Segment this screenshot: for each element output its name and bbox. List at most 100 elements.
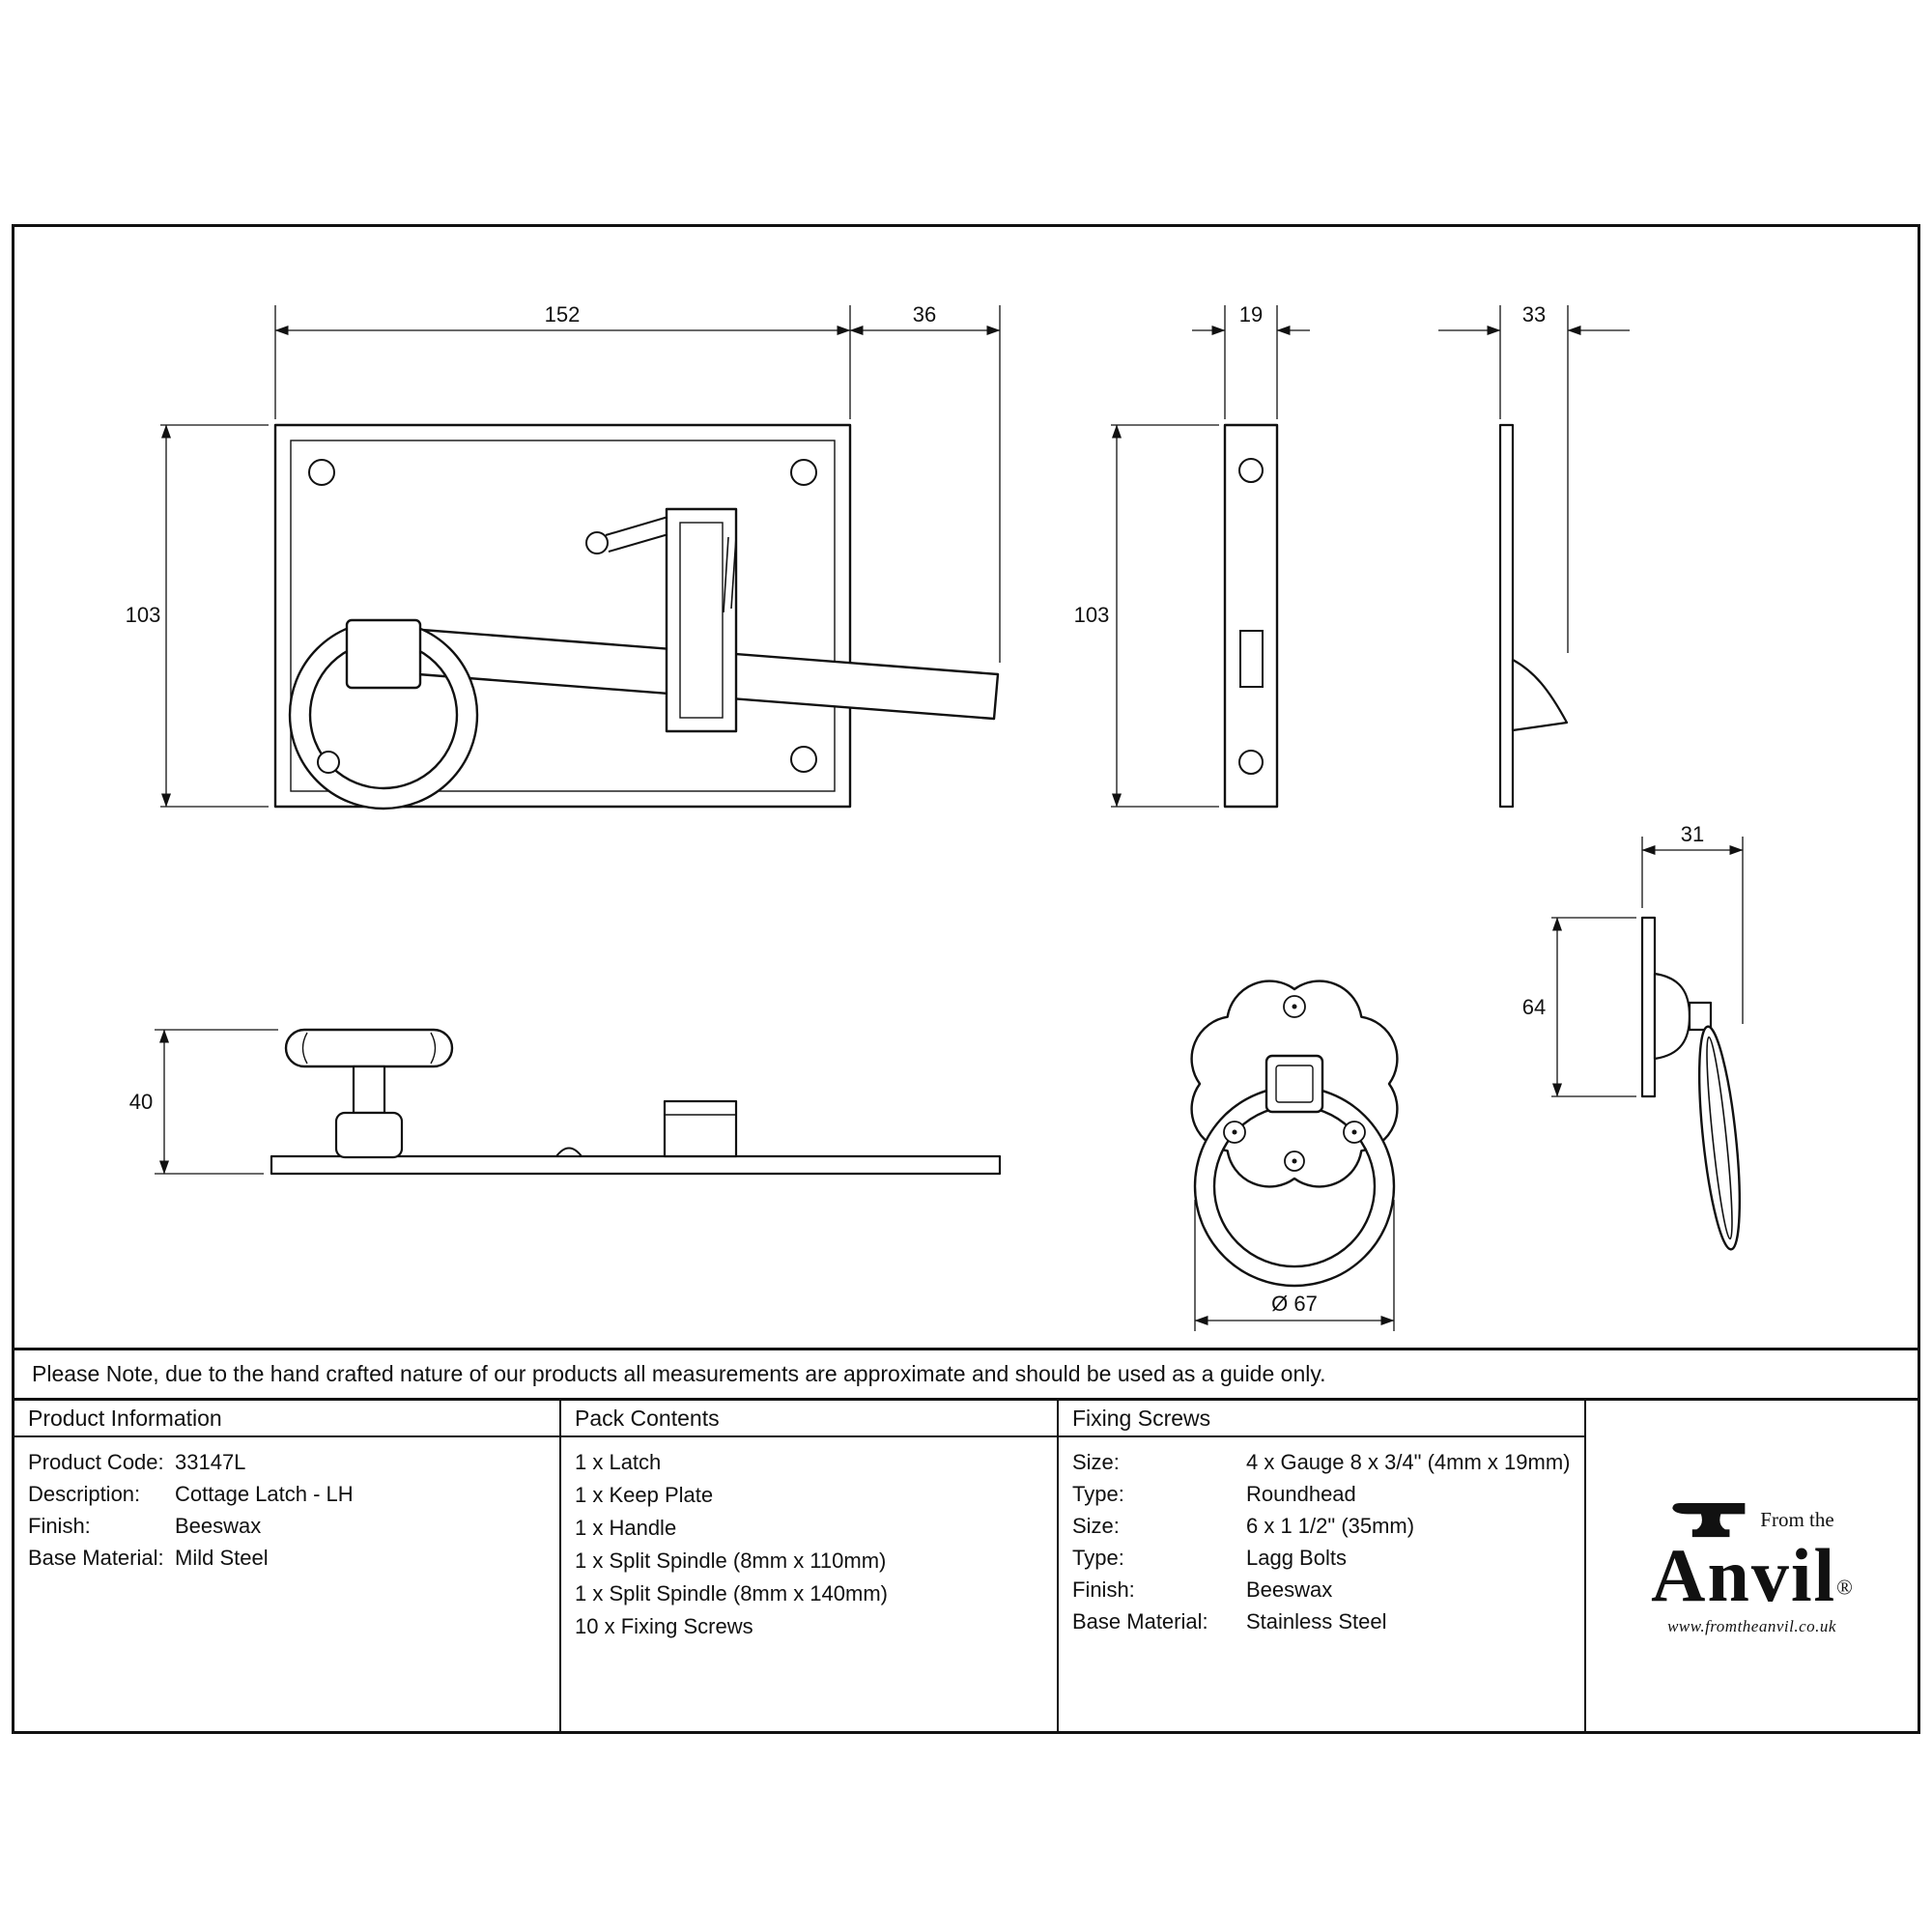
- ring-handle-edge: [1697, 1025, 1742, 1251]
- rose-plate-edge: [1640, 916, 1657, 1098]
- spec-value: Beeswax: [1246, 1577, 1333, 1602]
- spec-label: Base Material:: [28, 1546, 164, 1570]
- spindle-hub-side: [1688, 1001, 1713, 1032]
- brand-url: www.fromtheanvil.co.uk: [1667, 1617, 1836, 1635]
- latch-keeper-guide: [665, 507, 738, 733]
- dim-label-keep-height: 103: [1074, 603, 1110, 627]
- handle-grip-detail: [301, 1032, 437, 1065]
- ring-handle: [1193, 1085, 1396, 1288]
- pack-item: 10 x Fixing Screws: [575, 1614, 753, 1638]
- spec-value: Cottage Latch - LH: [175, 1482, 354, 1506]
- fixing-screws-body: Size: 4 x Gauge 8 x 3/4" (4mm x 19mm) Ty…: [1059, 1437, 1586, 1731]
- rose-dome-side: [1653, 972, 1691, 1061]
- ring-handle-front-view: [1190, 980, 1399, 1288]
- handle-grip-side: [284, 1028, 454, 1068]
- spec-label: Type:: [1072, 1546, 1124, 1570]
- brand-logo: From the Anvil® www.fromtheanvil.co.uk: [1651, 1495, 1853, 1636]
- latch-backplate-edge: [270, 1154, 1002, 1176]
- spec-value: Roundhead: [1246, 1482, 1356, 1506]
- pack-contents-header: Pack Contents: [561, 1401, 1059, 1437]
- dimension-keep-height: 103: [1074, 424, 1219, 808]
- technical-drawings: 152 36 103: [14, 227, 1918, 1348]
- spindle-boss: [1264, 1054, 1324, 1114]
- pack-item: 1 x Handle: [575, 1516, 677, 1540]
- latch-keeper-guide-inner: [679, 522, 724, 719]
- spec-table: Product Information Pack Contents Fixing…: [14, 1398, 1918, 1731]
- spec-row: Product Code: 33147L: [28, 1446, 559, 1478]
- spec-row: Base Material: Mild Steel: [28, 1542, 559, 1574]
- dim-label-latch-width: 152: [545, 302, 581, 327]
- spec-label: Finish:: [28, 1514, 91, 1538]
- spec-row: Finish: Beeswax: [28, 1510, 559, 1542]
- brand-name: Anvil: [1651, 1533, 1837, 1617]
- spec-value: 6 x 1 1/2" (35mm): [1246, 1514, 1415, 1538]
- pack-item: 1 x Keep Plate: [575, 1483, 714, 1507]
- spec-value: Mild Steel: [175, 1546, 269, 1570]
- dim-label-latch-height: 103: [126, 603, 161, 627]
- screw-center: [1292, 1158, 1297, 1164]
- spec-value: Beeswax: [175, 1514, 262, 1538]
- spec-label: Base Material:: [1072, 1609, 1208, 1634]
- spec-label: Finish:: [1072, 1577, 1135, 1602]
- screw-hole: [790, 459, 817, 486]
- cotter-pin: [723, 536, 737, 613]
- note-text: Please Note, due to the hand crafted nat…: [32, 1361, 1326, 1386]
- spindle-boss: [345, 618, 422, 690]
- latch-backplate-bevel: [290, 440, 836, 792]
- dimension-keep-width: 19: [1192, 302, 1310, 419]
- screw-hole: [1238, 750, 1264, 775]
- spec-row: Size: 4 x Gauge 8 x 3/4" (4mm x 19mm): [1072, 1446, 1584, 1478]
- pack-item: 1 x Latch: [575, 1450, 662, 1474]
- latch-front-view: [273, 423, 1000, 810]
- keep-plate-edge: [1498, 423, 1515, 809]
- spec-value: 33147L: [175, 1450, 246, 1474]
- technical-drawing-svg: 152 36 103: [126, 302, 1744, 1331]
- brand-tagline: From the: [1760, 1507, 1834, 1531]
- ring-handle-side-view: [1640, 916, 1742, 1251]
- dimension-latch-stand: 40: [129, 1029, 278, 1175]
- dim-label-rose-height: 64: [1522, 995, 1546, 1019]
- spec-label: Size:: [1072, 1450, 1120, 1474]
- pack-item: 1 x Split Spindle (8mm x 140mm): [575, 1581, 888, 1605]
- dimension-handle-depth: 31: [1641, 822, 1744, 1024]
- keep-catch-lip: [1511, 658, 1569, 732]
- spec-row: Type: Lagg Bolts: [1072, 1542, 1584, 1574]
- note-row: Please Note, due to the hand crafted nat…: [14, 1348, 1918, 1398]
- dimension-latch-width: 152 36: [274, 302, 1001, 663]
- screw-hole: [317, 751, 340, 774]
- spec-label: Product Code:: [28, 1450, 164, 1474]
- spec-label: Type:: [1072, 1482, 1124, 1506]
- keep-plate-side-view: [1498, 423, 1569, 809]
- drawing-sheet-frame: 152 36 103: [12, 224, 1920, 1734]
- dim-label-keep-width: 19: [1239, 302, 1263, 327]
- spec-row: Finish: Beeswax: [1072, 1574, 1584, 1605]
- dim-label-ring-diameter: Ø 67: [1271, 1292, 1318, 1316]
- dimension-rose-height: 64: [1522, 917, 1636, 1097]
- spec-row: Type: Roundhead: [1072, 1478, 1584, 1510]
- dim-label-handle-depth: 31: [1681, 822, 1704, 846]
- dimension-latch-height: 103: [126, 424, 269, 808]
- screw-hole: [1238, 458, 1264, 483]
- spindle-boss-inner: [1275, 1065, 1314, 1103]
- spec-value: 4 x Gauge 8 x 3/4" (4mm x 19mm): [1246, 1450, 1571, 1474]
- spec-row: Size: 6 x 1 1/2" (35mm): [1072, 1510, 1584, 1542]
- keeper-guide-side: [663, 1099, 738, 1158]
- registered-mark: ®: [1836, 1575, 1853, 1600]
- spec-label: Size:: [1072, 1514, 1120, 1538]
- screw-center: [1232, 1129, 1237, 1135]
- screw-center: [1292, 1004, 1297, 1009]
- keep-plate-front-view: [1223, 423, 1279, 809]
- pack-contents-body: 1 x Latch 1 x Keep Plate 1 x Handle 1 x …: [561, 1437, 1059, 1731]
- dim-label-latch-stand: 40: [129, 1090, 153, 1114]
- latch-side-view: [270, 1028, 1002, 1176]
- spec-row: Base Material: Stainless Steel: [1072, 1605, 1584, 1637]
- fixing-screws-header: Fixing Screws: [1059, 1401, 1586, 1437]
- handle-rose-side: [334, 1111, 404, 1159]
- keep-plate: [1223, 423, 1279, 809]
- dimension-keep-depth: 33: [1438, 302, 1630, 653]
- screw-center: [1351, 1129, 1357, 1135]
- dim-label-latch-overhang: 36: [913, 302, 936, 327]
- product-info-body: Product Code: 33147L Description: Cottag…: [14, 1437, 561, 1731]
- spec-value: Stainless Steel: [1246, 1609, 1387, 1634]
